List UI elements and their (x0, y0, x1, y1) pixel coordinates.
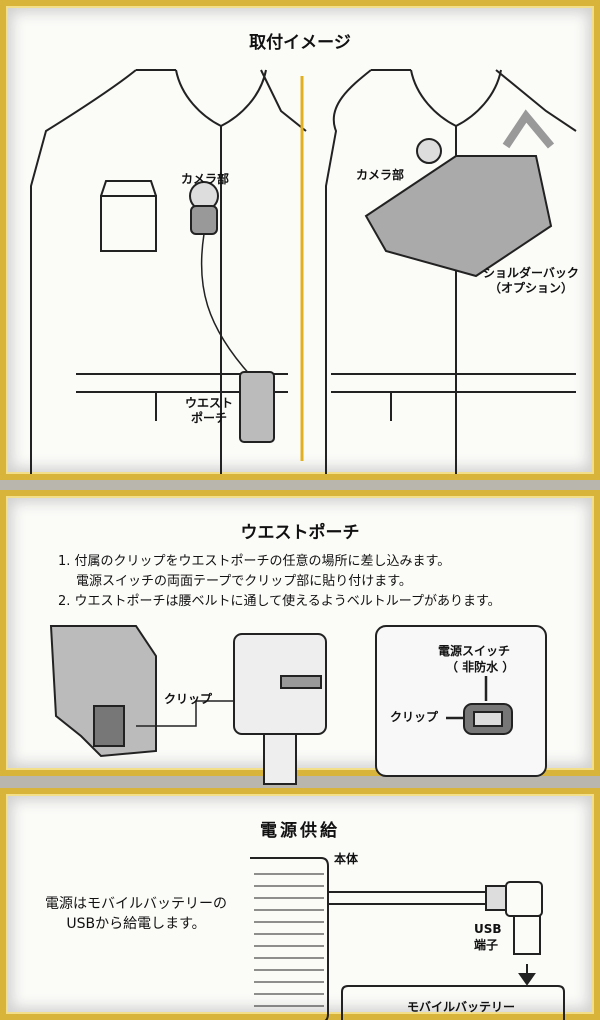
power-supply-panel: 電源供給 電源はモバイルバッテリーの USBから給電します。 本体 USB 端子… (0, 788, 600, 1020)
mobile-battery-label: モバイルバッテリー (406, 1000, 515, 1014)
waist-pouch-panel: ウエストポーチ 1. 付属のクリップをウエストポーチの任意の場所に差し込みます。… (0, 490, 600, 785)
usb-terminal-label: 端子 (474, 938, 499, 952)
power-description: 電源はモバイルバッテリーの USBから給電します。 (45, 896, 227, 932)
step-2: 2. ウエストポーチは腰ベルトに通して使えるようベルトループがあります。 (58, 594, 501, 609)
main-unit-label: 本体 (334, 852, 359, 866)
installation-panel: 取付イメージ カメラ部 カメラ部 ウエスト ポーチ ショルダーバック （オプショ… (0, 0, 600, 480)
clip-label-2: クリップ (390, 710, 439, 724)
camera-label-left: カメラ部 (181, 172, 230, 186)
down-arrow-icon (518, 964, 536, 986)
power-title: 電源供給 (260, 821, 340, 841)
main-unit-fins (254, 873, 324, 1007)
camera-right (416, 138, 442, 164)
waist-pouch-title: ウエストポーチ (240, 523, 360, 543)
power-illustration (250, 857, 565, 1020)
install-title: 取付イメージ (249, 33, 351, 53)
right-worker-shirt (325, 69, 577, 474)
waist-pouch-label: ウエスト ポーチ (184, 396, 233, 425)
shoulder-bag-label: ショルダーバック (483, 266, 579, 280)
left-worker-shirt (30, 69, 307, 474)
usb-label: USB (474, 922, 502, 936)
usb-cable (328, 891, 486, 905)
main-unit (250, 857, 329, 1020)
waist-pouch-drawing (239, 371, 275, 443)
instruction-list: 1. 付属のクリップをウエストポーチの任意の場所に差し込みます。 電源スイッチの… (58, 552, 501, 612)
pouch-switch-view (375, 625, 547, 777)
installation-illustration (30, 69, 577, 474)
shoulder-bag-note: （オプション） (488, 281, 573, 295)
pouch-3d (49, 625, 157, 758)
camera-label-right: カメラ部 (356, 168, 405, 182)
power-switch-label: 電源スイッチ (438, 644, 511, 658)
usb-connector (513, 915, 541, 955)
clip-illustrations (49, 625, 547, 785)
step-1-line2: 電源スイッチの両面テープでクリップ部に貼り付けます。 (76, 574, 412, 589)
clip-label-1: クリップ (164, 692, 213, 706)
mobile-battery (341, 985, 565, 1020)
step-1: 1. 付属のクリップをウエストポーチの任意の場所に差し込みます。 (58, 554, 451, 569)
shoulder-bag-drawing (364, 155, 553, 278)
waterproof-note: （ 非防水 ） (446, 660, 515, 674)
